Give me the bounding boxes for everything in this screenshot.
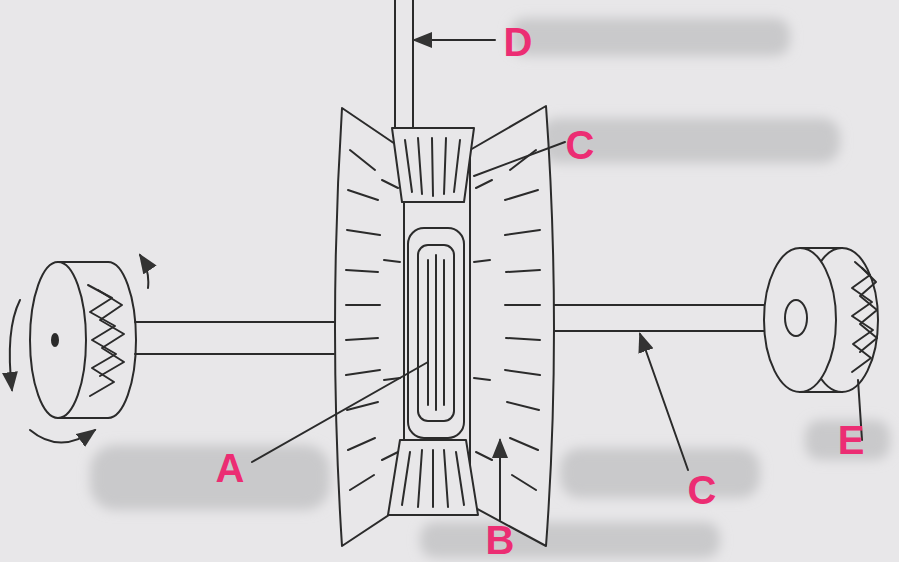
callout-letter: A	[216, 448, 245, 488]
callout-letter: D	[504, 22, 533, 62]
right-axle	[548, 305, 792, 331]
masked-text	[90, 18, 890, 558]
differential-cage	[408, 228, 464, 438]
pinion-gear	[388, 440, 478, 515]
left-wheel	[10, 255, 149, 443]
callout-letter: E	[838, 420, 865, 460]
callout-letter: C	[566, 125, 595, 165]
callout-letter: B	[486, 520, 515, 560]
pinion-gear	[392, 128, 474, 202]
drive-shaft	[395, 0, 413, 128]
left-axle	[135, 322, 334, 354]
callout-letter: C	[688, 470, 717, 510]
right-wheel	[764, 248, 878, 392]
leader-line	[252, 40, 862, 520]
